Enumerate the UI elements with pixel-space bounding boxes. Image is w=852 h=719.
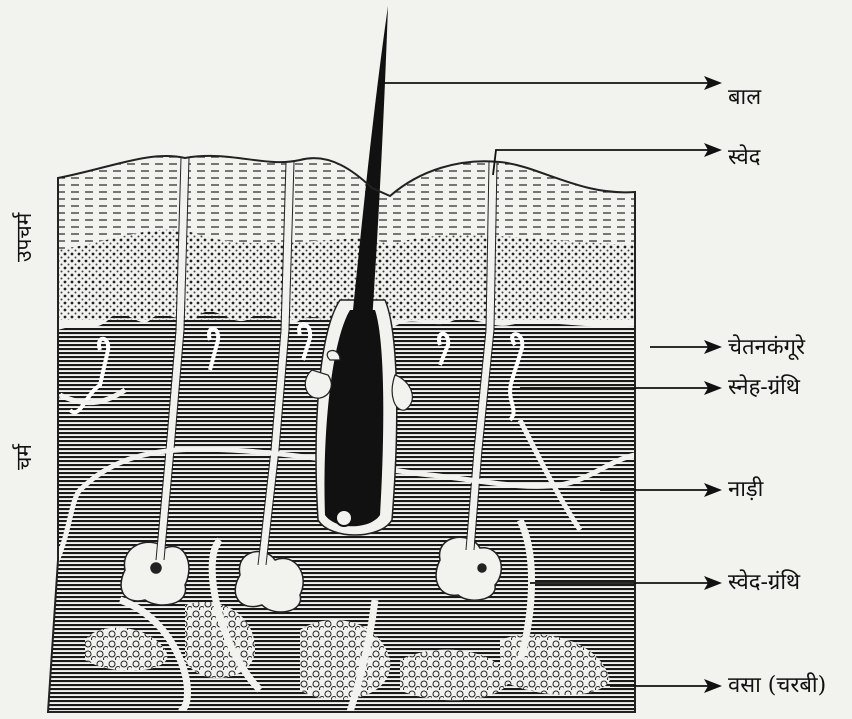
label-nerve: नाड़ी <box>728 478 763 502</box>
label-sweat-gland: स्वेद-ग्रंथि <box>728 571 800 595</box>
label-sensory-papillae: चेतनकंगूरे <box>728 336 805 360</box>
hair-follicle <box>316 300 397 535</box>
label-sebaceous-gland: स्नेह-ग्रंथि <box>728 376 800 400</box>
side-label-dermis: चर्म <box>10 444 38 470</box>
epidermis-layer <box>40 140 640 320</box>
label-sweat-pore: स्वेद <box>728 146 760 170</box>
label-fat: वसा (चरबी) <box>728 674 826 698</box>
arrowheads <box>704 76 722 693</box>
label-hair: बाल <box>728 86 761 110</box>
side-label-epidermis: उपचर्म <box>10 213 38 262</box>
